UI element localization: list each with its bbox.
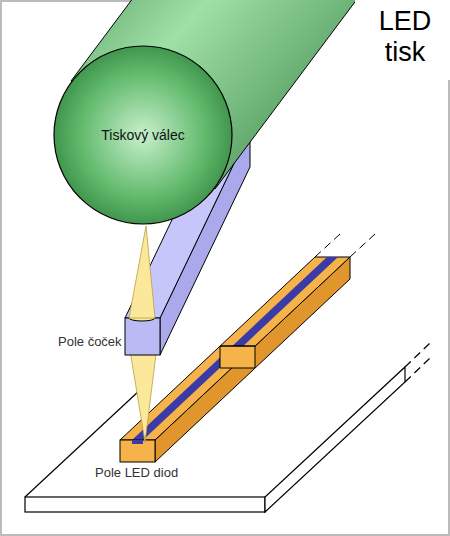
title: LED tisk [365,6,445,68]
lens-array-label: Pole čoček [56,334,124,350]
cylinder-face: Tiskový válec [53,45,233,225]
node-label: Tiskový válec [93,126,193,144]
board [25,342,430,512]
light-cone [129,226,155,318]
led-array-label: Pole LED diod [93,465,180,481]
title-patch [355,0,450,80]
